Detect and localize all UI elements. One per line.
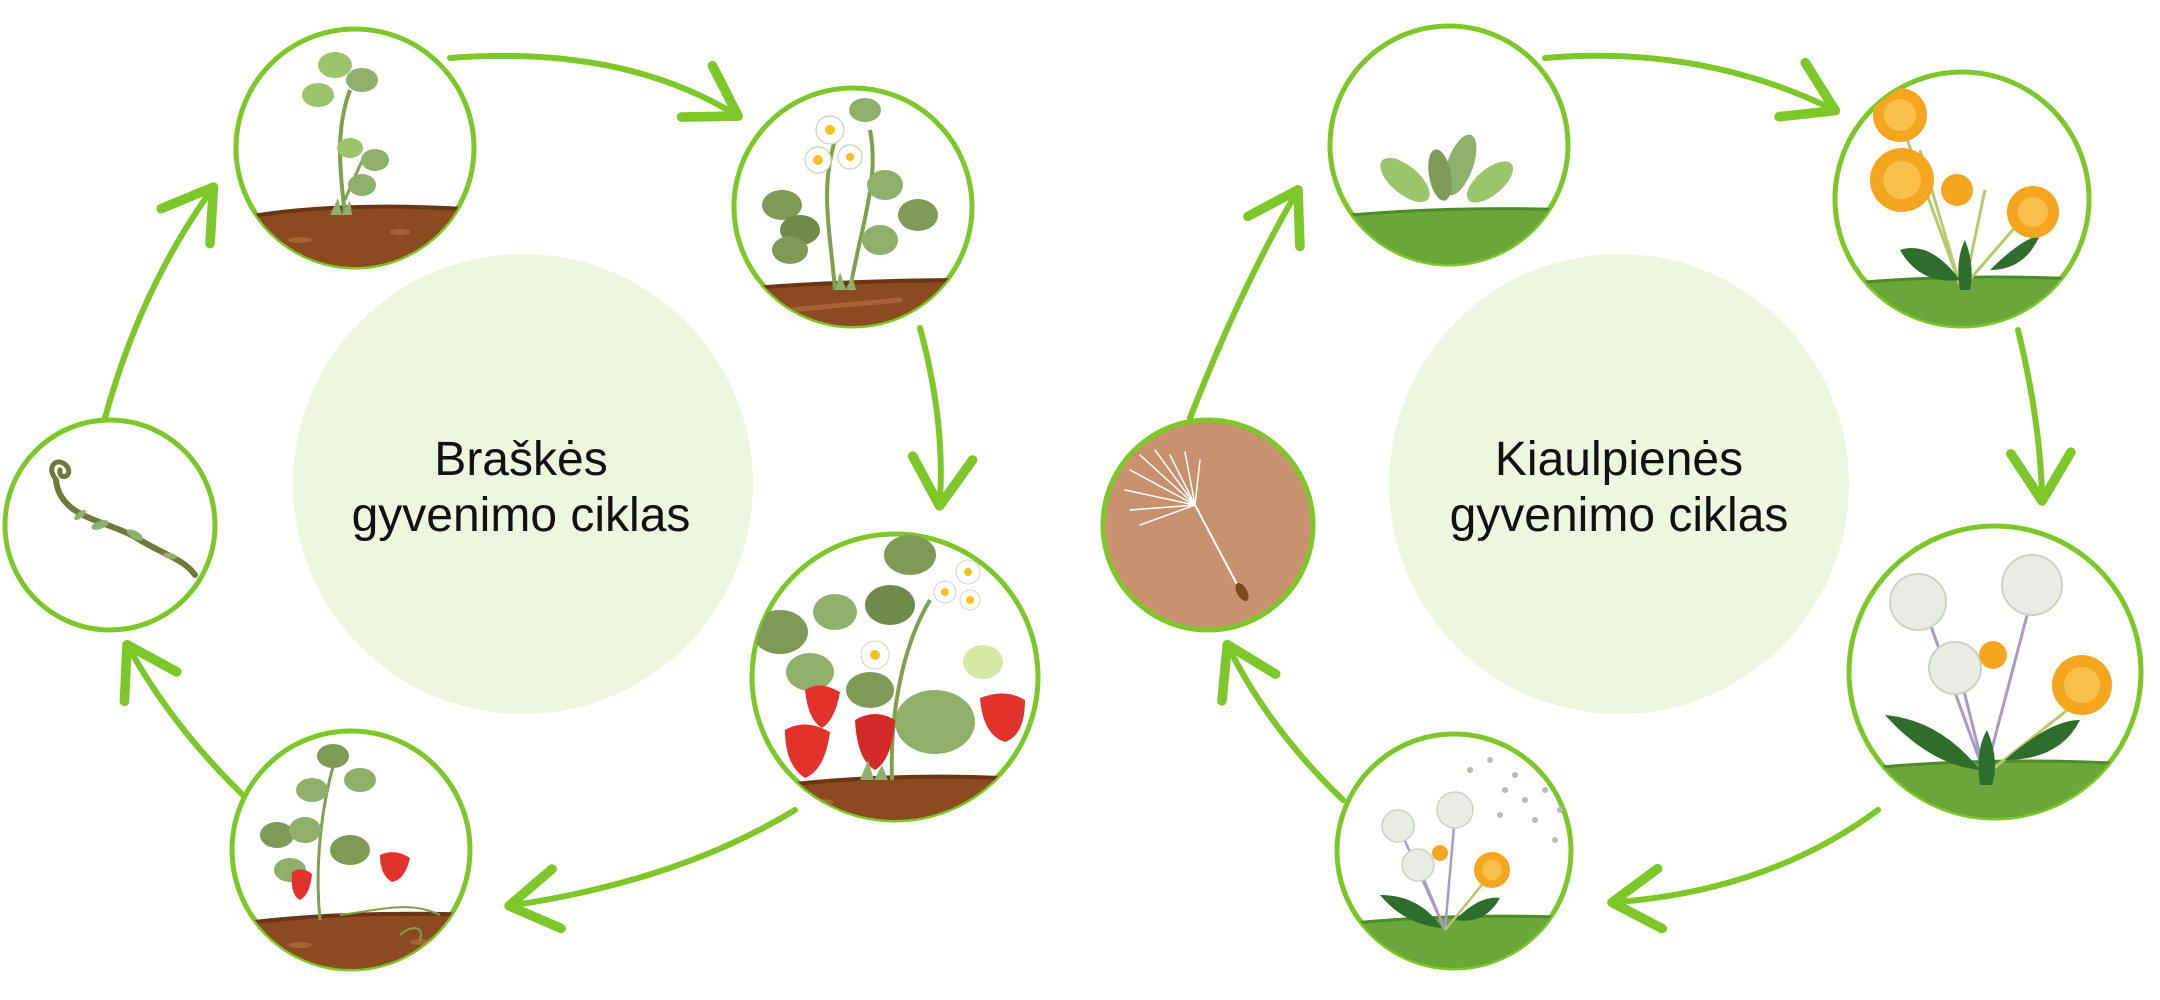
dandelion-cycle (1100, 23, 2144, 971)
stage-seedling (233, 26, 477, 270)
arrow-fruiting-to-ripe (504, 807, 798, 934)
dandelion-title-line1: Kiaulpienės (1494, 433, 1744, 486)
stage-flowering-plant (731, 85, 975, 329)
dandelion-title-line2: gyvenimo ciklas (1449, 489, 1789, 542)
stage-dispersal (1334, 731, 1574, 971)
arrow-runner-to-seedling (102, 182, 219, 421)
strawberry-cycle-title: Braškės gyvenimo ciklas (291, 432, 751, 544)
seedling-icon (236, 52, 474, 267)
stage-seed (1100, 417, 1316, 633)
stage-seed-head (1846, 523, 2144, 821)
dandelion-cycle-title: Kiaulpienės gyvenimo ciklas (1389, 432, 1849, 544)
dandelion-arrows (1187, 52, 2076, 934)
arrow-flowering-to-seedhead (2006, 327, 2076, 506)
strawberry-cycle (2, 26, 1041, 972)
strawberry-center-circle (293, 254, 753, 714)
arrow-ripe-to-runner (119, 639, 251, 803)
arrow-seedling-to-flowering (447, 52, 743, 122)
dandelion-center-circle (1389, 254, 1849, 714)
stage-runner (2, 417, 218, 633)
strawberry-title-line2: gyvenimo ciklas (351, 489, 691, 542)
arrow-seedhead-to-dispersal (1607, 807, 1881, 934)
arrow-dispersal-to-seed (1217, 639, 1346, 803)
strawberry-arrows (102, 52, 978, 934)
arrow-flowering-to-fruiting (907, 325, 978, 511)
arrow-rosette-to-flowering (1542, 52, 1841, 122)
runner-icon (49, 459, 198, 578)
stage-fruiting-plant (749, 531, 1041, 823)
stage-ripe-plant (229, 728, 473, 972)
stage-rosette (1327, 23, 1571, 267)
stage-flowering-dandelion (1832, 69, 2092, 329)
seed-icon (1124, 449, 1249, 602)
arrow-seed-to-rosette (1187, 185, 1305, 421)
strawberry-title-line1: Braškės (434, 433, 608, 486)
